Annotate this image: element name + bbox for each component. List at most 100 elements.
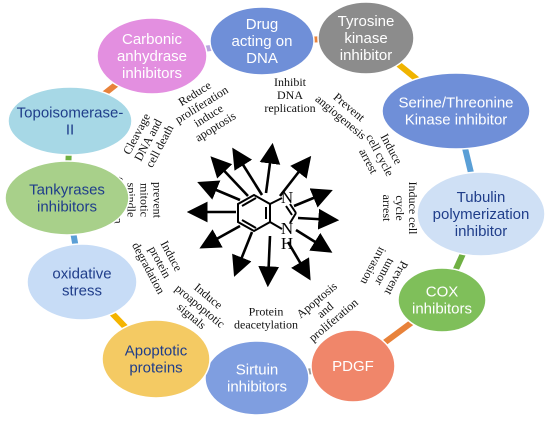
benzimidazole-structure: N N H — [237, 188, 297, 253]
effect-line: Induce cell — [406, 182, 420, 236]
node-bubble — [96, 17, 208, 95]
node-bubble — [310, 329, 396, 403]
effect-line: Protein — [249, 305, 284, 319]
node-label-line: inhibitors — [227, 379, 287, 396]
node-bubble — [416, 171, 546, 257]
effect-line: arrest — [380, 195, 394, 222]
effect-line: Inhibit — [274, 75, 307, 89]
node-label-line: PDGF — [332, 358, 374, 375]
bond-c-n1 — [269, 221, 283, 230]
node-bubble — [4, 160, 130, 236]
arrow — [197, 180, 241, 202]
arrow — [278, 155, 312, 197]
node-pdgf: PDGF — [310, 329, 396, 403]
arrow — [232, 231, 254, 277]
node-bubble — [317, 1, 415, 75]
node-label-line: COX — [426, 284, 459, 301]
double-bond-1 — [241, 197, 257, 207]
bond-n3-c2 — [289, 203, 297, 214]
arrow — [258, 235, 280, 288]
arrow — [286, 241, 311, 281]
arrow — [259, 142, 281, 194]
arrow — [297, 208, 340, 230]
node-label-line: proteins — [129, 360, 182, 377]
node-label-line: inhibitor — [455, 223, 508, 240]
hydrogen-label: H — [281, 234, 293, 253]
node-label-line: acting on — [232, 33, 293, 50]
node-label-line: II — [66, 122, 74, 139]
effect-line: deacetylation — [234, 318, 298, 332]
bond-c2-n1 — [289, 212, 297, 224]
node-label-line: inhibitors — [122, 65, 182, 82]
node-label-line: Tubulin — [457, 189, 506, 206]
effect-induce-arrest-2: Induce cellcyclearrest — [380, 182, 420, 236]
effect-prevent-angio: Preventangiogenesis — [313, 82, 378, 143]
node-label: PDGF — [332, 358, 374, 375]
node-label-line: anhydrase — [117, 48, 187, 65]
node-label-line: Serine/Threonine — [398, 95, 513, 112]
node-topoisomerase: Topoisomerase-II — [7, 86, 133, 156]
node-label-line: Sirtuin — [236, 362, 279, 379]
node-bubble — [26, 243, 138, 321]
node-label-line: inhibitors — [37, 199, 97, 216]
bond-c-n3 — [269, 197, 283, 205]
arrow — [199, 224, 241, 249]
radial-arrows — [186, 142, 340, 288]
node-bubble — [7, 86, 133, 156]
effect-line: cycle — [393, 195, 407, 220]
node-label-line: oxidative — [52, 266, 111, 283]
node-label-line: inhibitors — [412, 301, 472, 318]
arrow — [210, 156, 249, 197]
node-label-line: stress — [62, 283, 102, 300]
arrow — [232, 147, 264, 196]
double-bond-2 — [241, 219, 257, 229]
node-label-line: Carbonic — [122, 31, 183, 48]
node-label-line: Kinase inhibitor — [405, 112, 508, 129]
node-label-line: inhibitor — [340, 47, 393, 64]
node-bubble — [381, 72, 531, 150]
effect-line: prevent — [151, 182, 165, 219]
arrow — [295, 228, 333, 253]
node-label-line: Tyrosine — [338, 13, 395, 30]
node-label-line: DNA — [246, 50, 278, 67]
node-label-line: polymerization — [433, 206, 530, 223]
nitrogen-top-label: N — [281, 188, 293, 207]
node-label-line: Topoisomerase- — [17, 105, 124, 122]
node-bubble — [204, 340, 310, 416]
node-label-line: Apoptotic — [125, 343, 188, 360]
double-bond-c2 — [285, 205, 293, 216]
effect-line: replication — [264, 101, 315, 115]
node-label: Topoisomerase-II — [17, 105, 124, 139]
node-label-line: kinase — [344, 30, 387, 47]
node-label-line: Drug — [246, 16, 279, 33]
node-bubble — [397, 267, 487, 333]
arrow — [293, 188, 333, 208]
node-bubble — [209, 6, 315, 76]
effect-line: DNA — [277, 88, 303, 102]
